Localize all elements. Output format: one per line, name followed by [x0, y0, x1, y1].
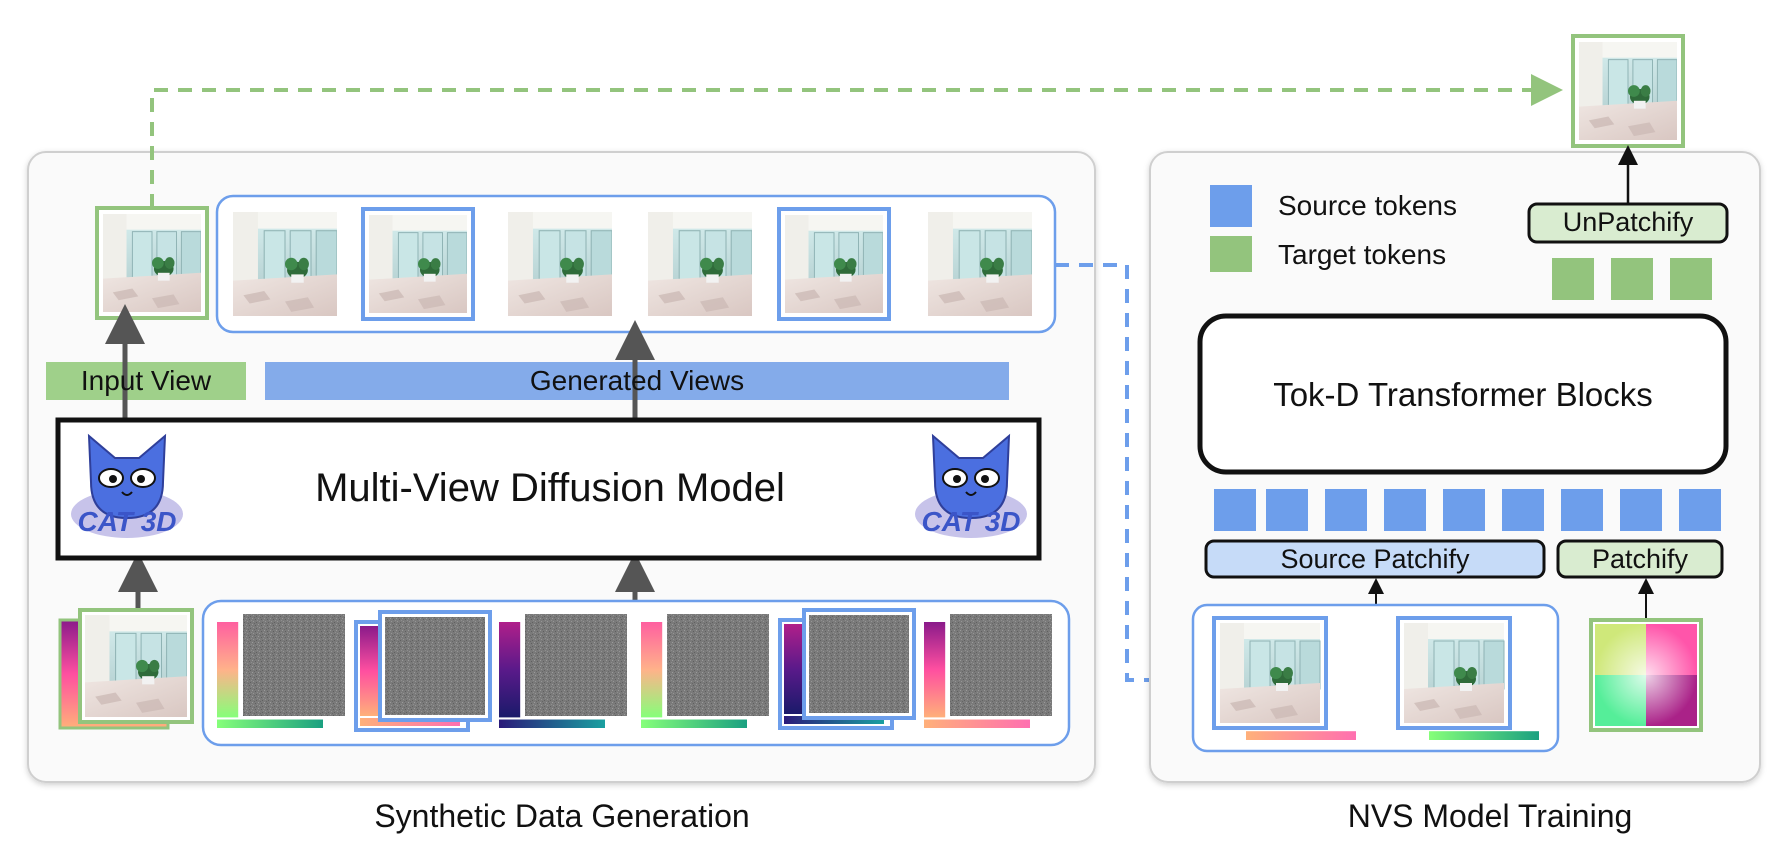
source-token: [1561, 489, 1603, 531]
input-view-bar: [46, 362, 246, 400]
cat3d-logo-text: CAT 3D: [77, 506, 177, 537]
room-photo-icon: [1219, 623, 1321, 723]
target-token-legend-swatch: [1210, 236, 1252, 272]
source-token: [1620, 489, 1662, 531]
synthetic-data-caption: Synthetic Data Generation: [374, 798, 750, 834]
noise-icon: [950, 614, 1052, 716]
room-photo-icon: [928, 212, 1032, 316]
source-token: [1325, 489, 1367, 531]
transformer-box: [1197, 313, 1729, 475]
generated-views-label: Generated Views: [529, 365, 745, 396]
room-photo-icon: [85, 615, 187, 717]
target-token: [1552, 258, 1594, 300]
noise-icon: [809, 615, 909, 713]
room-photo-icon: [785, 215, 883, 313]
input-view-label: Input View: [80, 365, 212, 396]
generated-to-source-dashed-arrow: [1055, 263, 1200, 696]
source-tokens-legend-label: Source tokens: [1278, 190, 1457, 221]
room-photo-icon: [1579, 42, 1677, 140]
target-tokens-legend-label: Target tokens: [1278, 239, 1447, 270]
source-patchify-box: [1204, 539, 1546, 579]
room-photo-icon: [508, 212, 612, 316]
target-token: [1670, 258, 1712, 300]
noise-icon: [385, 617, 485, 715]
patchify-box: [1556, 539, 1724, 579]
source-token: [1679, 489, 1721, 531]
source-token: [1502, 489, 1544, 531]
room-photo-icon: [103, 214, 201, 312]
unpatchify-label: UnPatchify: [1562, 207, 1694, 237]
source-token: [1266, 489, 1308, 531]
source-token: [1384, 489, 1426, 531]
nvs-training-caption: NVS Model Training: [1347, 798, 1633, 834]
room-photo-icon: [233, 212, 337, 316]
noise-icon: [667, 614, 769, 716]
unpatchify-box: [1527, 202, 1729, 244]
source-patchify-label: Source Patchify: [1280, 544, 1470, 574]
noise-icon: [525, 614, 627, 716]
diffusion-model-box: [55, 417, 1042, 561]
color-wheel-icon: [1595, 624, 1697, 726]
room-photo-icon: [648, 212, 752, 316]
source-token: [1214, 489, 1256, 531]
source-token-legend-swatch: [1210, 185, 1252, 227]
patchify-label: Patchify: [1591, 544, 1689, 574]
room-photo-icon: [369, 215, 467, 313]
cat3d-logo-text: CAT 3D: [921, 506, 1021, 537]
room-photo-icon: [1403, 623, 1505, 723]
source-token: [1443, 489, 1485, 531]
target-token: [1611, 258, 1653, 300]
diffusion-model-title: Multi-View Diffusion Model: [315, 466, 785, 510]
noise-icon: [243, 614, 345, 716]
transformer-label: Tok-D Transformer Blocks: [1273, 376, 1653, 413]
